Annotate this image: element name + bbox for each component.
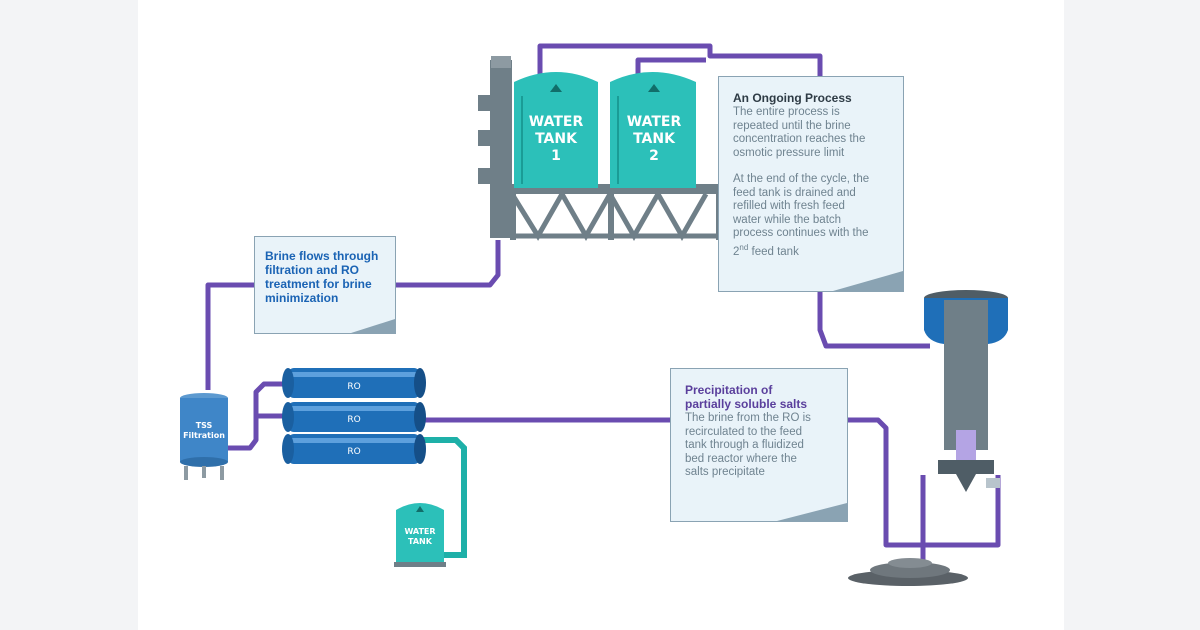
brine-flow-line-2: filtration and RO (265, 263, 359, 277)
ongoing-para2-line-5: process continues with the (733, 227, 869, 239)
tank1-line2: TANK (535, 131, 578, 147)
tank1-line3: 1 (551, 148, 561, 164)
tss-line1: TSS (196, 421, 213, 430)
brine-flow-line-3: treatment for brine (265, 277, 372, 291)
ongoing-last-prefix: 2 (733, 245, 740, 258)
small-water-tank: WATER TANK (394, 503, 446, 567)
pipe-tss-to-ro (228, 381, 286, 451)
callout-precipitation: Precipitation of partially soluble salts… (670, 368, 848, 522)
ro-label-3: RO (347, 447, 360, 457)
ongoing-para1-line-3: concentration reaches the (733, 133, 866, 145)
callout-brine-flow: Brine flows through filtration and RO tr… (254, 236, 396, 334)
ongoing-para1-line-1: The entire process is (733, 106, 840, 118)
pipe-filtration-to-tanks (205, 240, 501, 390)
diagram-canvas: WATER TANK 1 WATER TANK 2 TSS Filtration… (138, 0, 1064, 630)
tank2-line1: WATER (627, 114, 682, 130)
teal-pipe (420, 437, 467, 558)
ongoing-para2-line-3: refilled with fresh feed (733, 200, 845, 212)
precip-body-line-4: bed reactor where the (685, 452, 797, 465)
tss-line2: Filtration (183, 431, 225, 440)
water-tank-1: WATER TANK 1 (514, 72, 598, 188)
tank1-line1: WATER (529, 114, 584, 130)
tss-filtration-unit: TSS Filtration (180, 393, 228, 480)
small-tank-line1: WATER (404, 527, 435, 536)
ongoing-para1-line-4: osmotic pressure limit (733, 146, 845, 159)
precip-body-line-1: The brine from the RO is (685, 412, 811, 424)
small-tank-line2: TANK (408, 537, 433, 546)
process-diagram: WATER TANK 1 WATER TANK 2 TSS Filtration… (180, 43, 1008, 586)
brine-flow-line-1: Brine flows through (265, 249, 379, 263)
ongoing-para1-line-2: repeated until the brine (733, 119, 851, 132)
pipe-top-loop-outer (537, 43, 823, 78)
precip-body-line-3: tank through a fluidized (685, 439, 804, 451)
ro-units: RO RO RO (282, 368, 426, 464)
fluidized-bed-reactor (924, 290, 1008, 492)
ro-unit-3: RO (282, 434, 426, 464)
ro-label-2: RO (347, 415, 360, 425)
ongoing-last-suffix: feed tank (748, 245, 799, 258)
ro-unit-1: RO (282, 368, 426, 398)
precip-body-line-2: recirculated to the feed (685, 425, 802, 438)
tank2-line3: 2 (649, 148, 659, 164)
pipe-top-loop-inner (635, 57, 706, 78)
precip-title-line-1: Precipitation of (685, 383, 773, 397)
ro-unit-2: RO (282, 402, 426, 432)
callout-ongoing-process: An Ongoing Process The entire process is… (718, 76, 904, 292)
ongoing-para2-line-2: feed tank is drained and (733, 186, 856, 199)
brine-flow-line-4: minimization (265, 291, 339, 305)
tank-support-structure (478, 56, 722, 242)
tank2-line2: TANK (633, 131, 676, 147)
water-tank-2: WATER TANK 2 (610, 72, 696, 188)
ro-label-1: RO (347, 382, 360, 392)
ongoing-para2-line-4: water while the batch (733, 213, 842, 226)
ongoing-last-sup: nd (739, 242, 749, 252)
precip-title-line-2: partially soluble salts (685, 397, 808, 411)
ongoing-title: An Ongoing Process (733, 91, 852, 105)
ongoing-para2-line-1: At the end of the cycle, the (733, 173, 870, 185)
salt-pile (848, 558, 968, 586)
ongoing-para2-line-6: 2nd feed tank (733, 241, 895, 259)
precip-body-line-5: salts precipitate (685, 466, 765, 478)
